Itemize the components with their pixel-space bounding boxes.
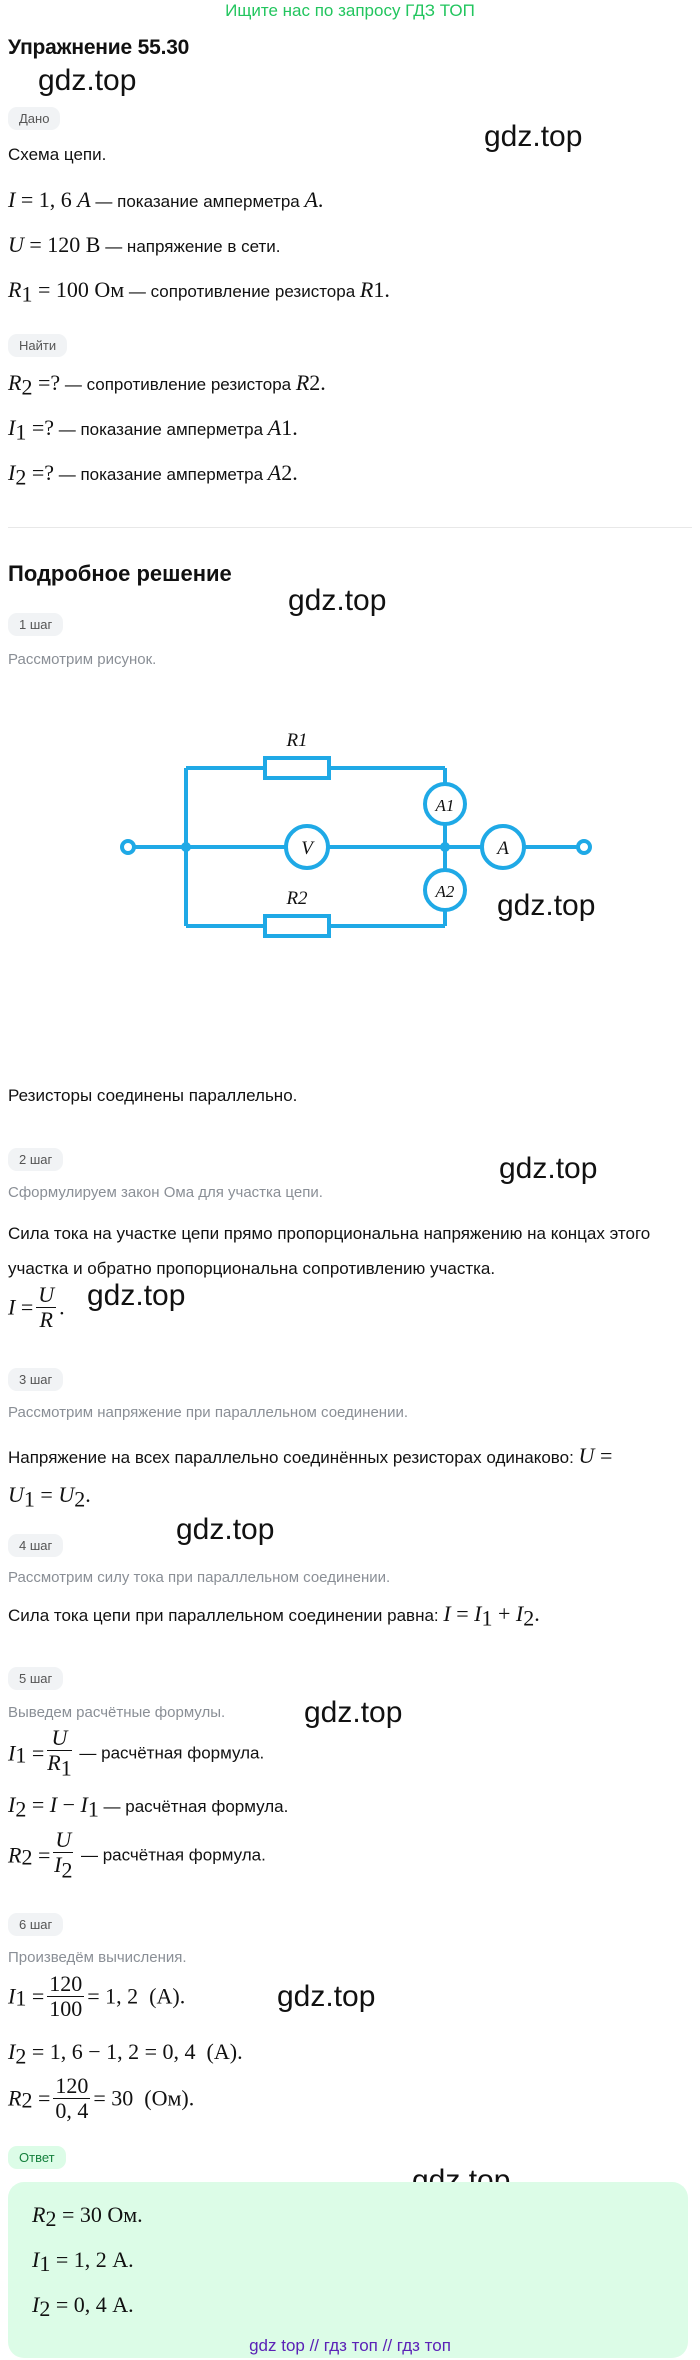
watermark: gdz.top [304, 1696, 403, 1729]
step-1-text: Резисторы соединены параллельно. [8, 1086, 298, 1105]
step-4-badge: 4 шаг [8, 1534, 64, 1557]
divider [8, 527, 692, 528]
circuit-diagram: R1 R2 V A1 A2 A [120, 730, 592, 938]
step-3-text: Напряжение на всех параллельно соединённ… [8, 1443, 613, 1512]
ammeter-a1-label: A1 [435, 796, 455, 815]
watermark: gdz.top [176, 1513, 275, 1546]
voltmeter-label: V [301, 838, 315, 859]
step-2-hint: Сформулируем закон Ома для участка цепи. [8, 1184, 323, 1201]
answer-badge: Ответ [8, 2146, 66, 2169]
step-3-badge: 3 шаг [8, 1368, 64, 1391]
step-2-text: Сила тока на участке цепи прямо пропорци… [8, 1224, 651, 1278]
step-4-text: Сила тока цепи при параллельном соединен… [8, 1601, 540, 1631]
step-3-hint: Рассмотрим напряжение при параллельном с… [8, 1404, 409, 1421]
footer-links[interactable]: gdz top // гдз топ // гдз топ [249, 2336, 451, 2355]
ammeter-a2-label: A2 [435, 882, 455, 901]
step-6-badge: 6 шаг [8, 1913, 64, 1936]
find-line-3: I2 =? — показание амперметра A2. [8, 460, 298, 490]
watermark: gdz.top [277, 1980, 376, 2013]
given-scheme: Схема цепи. [8, 145, 107, 164]
formula-i2: I2 = I − I1 — расчётная формула. [8, 1792, 289, 1822]
search-notice: Ищите нас по запросу ГДЗ ТОП [225, 1, 475, 20]
step-5-badge: 5 шаг [8, 1667, 64, 1690]
find-line-2: I1 =? — показание амперметра A1. [8, 415, 298, 445]
solution-title: Подробное решение [8, 561, 232, 586]
find-badge: Найти [8, 334, 68, 357]
ammeter-a-label: A [495, 838, 509, 859]
step-2-badge: 2 шаг [8, 1148, 64, 1171]
step-4-hint: Рассмотрим силу тока при параллельном со… [8, 1569, 391, 1586]
watermark: gdz.top [87, 1279, 186, 1312]
calc-i2: I2 = 1, 6 − 1, 2 = 0, 4 (А). [8, 2039, 243, 2069]
find-line-1: R2 =? — сопротивление резистора R2. [8, 370, 326, 400]
step-1-badge: 1 шаг [8, 613, 64, 636]
answer-box: R2 = 30 Ом. I1 = 1, 2 А. I2 = 0, 4 А. [8, 2182, 688, 2358]
given-line-1: I = 1, 6 A — показание амперметра A. [8, 187, 324, 212]
answer-r2: R2 = 30 Ом. [32, 2202, 143, 2232]
answer-i1: I1 = 1, 2 А. [32, 2247, 134, 2277]
step-5-hint: Выведем расчётные формулы. [8, 1704, 226, 1721]
watermark: gdz.top [499, 1152, 598, 1185]
step-6-hint: Произведём вычисления. [8, 1949, 187, 1966]
watermark: gdz.top [484, 120, 583, 153]
label-r2: R2 [285, 888, 308, 909]
watermark: gdz.top [497, 889, 596, 922]
given-line-3: R1 = 100 Ом — сопротивление резистора R1… [8, 277, 390, 307]
given-line-2: U = 120 В — напряжение в сети. [8, 232, 281, 257]
label-r1: R1 [285, 730, 307, 751]
answer-i2: I2 = 0, 4 А. [32, 2292, 134, 2322]
given-badge: Дано [8, 107, 61, 130]
watermark: gdz.top [288, 584, 387, 617]
step-1-hint: Рассмотрим рисунок. [8, 651, 157, 668]
watermark: gdz.top [38, 64, 137, 97]
exercise-title: Упражнение 55.30 [8, 36, 190, 59]
